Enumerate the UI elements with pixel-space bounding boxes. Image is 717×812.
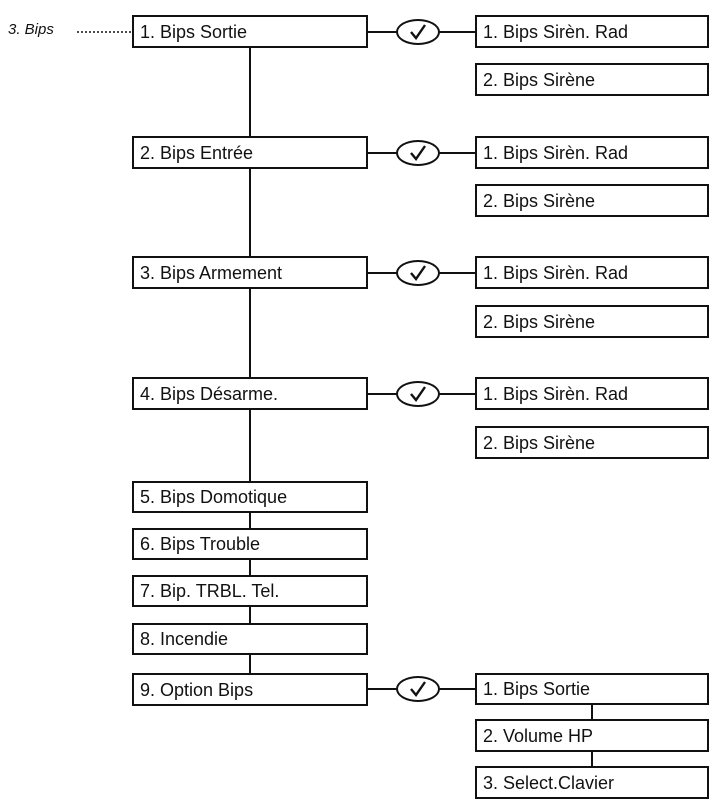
menu-item-bips-trouble[interactable]: 6. Bips Trouble xyxy=(132,528,368,560)
menu-item-label: 1. Bips Sortie xyxy=(140,21,248,42)
option-label: 2. Bips Sirène xyxy=(483,432,596,453)
option-select-clavier[interactable]: 3. Select.Clavier xyxy=(475,766,709,799)
option-bips-sortie[interactable]: 1. Bips Sortie xyxy=(475,673,709,705)
option-bips-siren-rad[interactable]: 1. Bips Sirèn. Rad xyxy=(475,136,709,169)
menu-item-bips-armement[interactable]: 3. Bips Armement xyxy=(132,256,368,289)
menu-item-label: 7. Bip. TRBL. Tel. xyxy=(140,581,280,601)
check-icon xyxy=(396,140,440,166)
option-label: 2. Bips Sirène xyxy=(483,69,596,90)
menu-item-incendie[interactable]: 8. Incendie xyxy=(132,623,368,655)
menu-item-bips-sortie[interactable]: 1. Bips Sortie xyxy=(132,15,368,48)
menu-item-bips-desarme[interactable]: 4. Bips Désarme. xyxy=(132,377,368,410)
menu-item-label: 6. Bips Trouble xyxy=(140,534,261,554)
option-label: 1. Bips Sirèn. Rad xyxy=(483,21,629,42)
option-label: 1. Bips Sirèn. Rad xyxy=(483,383,629,404)
option-bips-sirene[interactable]: 2. Bips Sirène xyxy=(475,63,709,96)
option-label: 1. Bips Sirèn. Rad xyxy=(483,142,629,163)
menu-item-label: 5. Bips Domotique xyxy=(140,487,288,507)
menu-item-label: 8. Incendie xyxy=(140,629,229,649)
check-icon xyxy=(396,676,440,702)
option-volume-hp[interactable]: 2. Volume HP xyxy=(475,719,709,752)
menu-item-label: 4. Bips Désarme. xyxy=(140,383,279,404)
menu-item-bips-entree[interactable]: 2. Bips Entrée xyxy=(132,136,368,169)
option-label: 1. Bips Sortie xyxy=(483,679,591,699)
menu-item-label: 9. Option Bips xyxy=(140,679,254,700)
option-label: 2. Bips Sirène xyxy=(483,311,596,332)
menu-item-bips-domotique[interactable]: 5. Bips Domotique xyxy=(132,481,368,513)
check-icon xyxy=(396,260,440,286)
menu-item-label: 3. Bips Armement xyxy=(140,262,283,283)
option-bips-siren-rad[interactable]: 1. Bips Sirèn. Rad xyxy=(475,15,709,48)
option-bips-sirene[interactable]: 2. Bips Sirène xyxy=(475,184,709,217)
section-label: 3. Bips xyxy=(8,21,54,38)
option-bips-sirene[interactable]: 2. Bips Sirène xyxy=(475,305,709,338)
option-bips-siren-rad[interactable]: 1. Bips Sirèn. Rad xyxy=(475,377,709,410)
menu-item-label: 2. Bips Entrée xyxy=(140,142,254,163)
check-icon xyxy=(396,381,440,407)
menu-item-bip-trbl-tel[interactable]: 7. Bip. TRBL. Tel. xyxy=(132,575,368,607)
option-label: 1. Bips Sirèn. Rad xyxy=(483,262,629,283)
option-label: 2. Bips Sirène xyxy=(483,190,596,211)
menu-item-option-bips[interactable]: 9. Option Bips xyxy=(132,673,368,706)
option-label: 3. Select.Clavier xyxy=(483,772,615,793)
option-label: 2. Volume HP xyxy=(483,725,594,746)
option-bips-sirene[interactable]: 2. Bips Sirène xyxy=(475,426,709,459)
check-icon xyxy=(396,19,440,45)
option-bips-siren-rad[interactable]: 1. Bips Sirèn. Rad xyxy=(475,256,709,289)
